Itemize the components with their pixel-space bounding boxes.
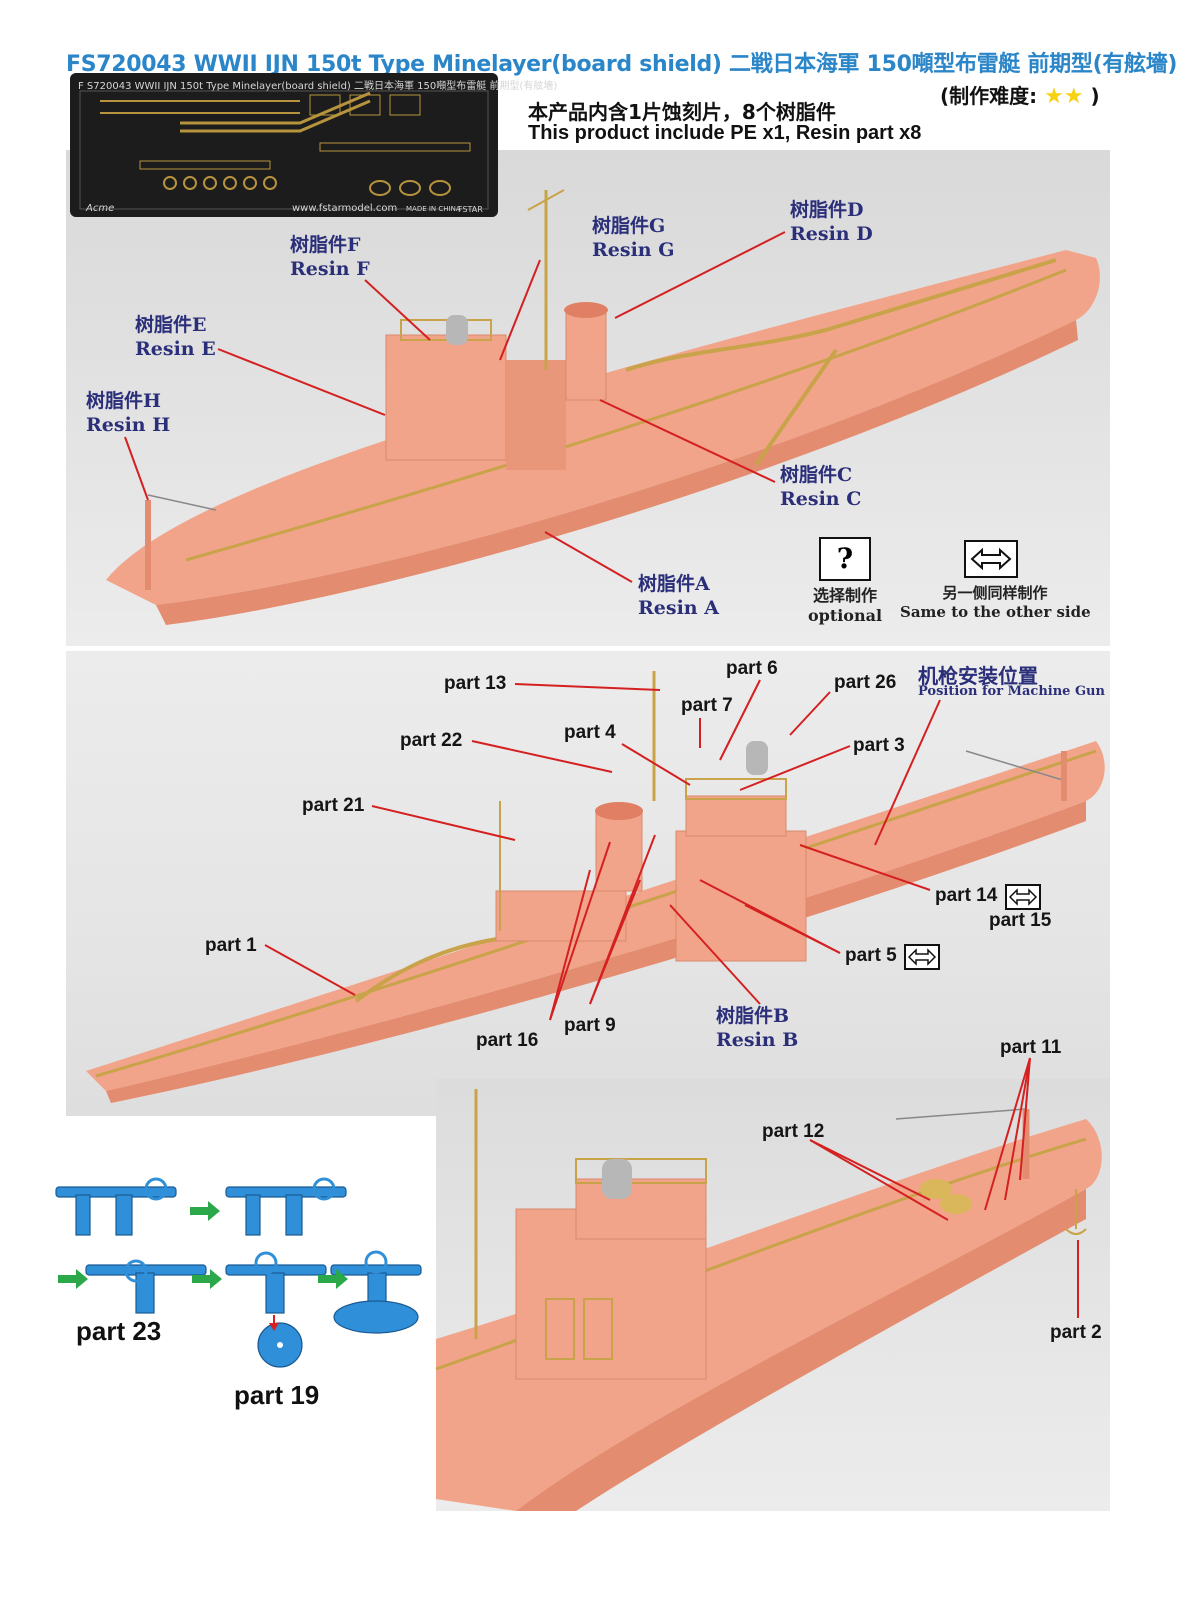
part-21-label: part 21 [302,795,365,816]
ship-illustration-3 [435,1089,1102,1511]
optional-icon: ? [819,537,871,581]
difficulty-rating: (制作难度: ★★ ) [940,80,1100,109]
resin-e-label: 树脂件E Resin E [135,314,216,360]
difficulty-close: ) [1090,84,1100,108]
pe-made-in: MADE IN CHINA [406,205,461,213]
resin-a-label: 树脂件A Resin A [638,573,719,619]
ship-illustration-1 [106,189,1100,625]
part-13-label: part 13 [444,673,507,694]
part-7-label: part 7 [681,695,733,716]
pe-brand: FSTAR [458,205,483,214]
machine-gun-position-en: Position for Machine Gun [918,684,1105,699]
part-4-label: part 4 [564,722,616,743]
difficulty-stars: ★★ [1044,84,1084,109]
product-contents-en: This product include PE x1, Resin part x… [528,122,922,144]
part-6-label: part 6 [726,658,778,679]
resin-g-label: 树脂件G Resin G [592,215,675,261]
part-3-label: part 3 [853,735,905,756]
pe-acme-mark: Acme [86,203,115,214]
part-2-label: part 2 [1050,1322,1102,1343]
part-5-same-side-icon [904,944,940,970]
part-16-label: part 16 [476,1030,539,1051]
part-19-label: part 19 [234,1380,320,1410]
photo-top-view [66,150,1110,646]
part-12-label: part 12 [762,1121,825,1142]
resin-b-label: 树脂件B Resin B [716,1005,799,1051]
same-other-side-icon [964,540,1018,578]
pe-caption: F S720043 WWII IJN 150t Type Minelayer(b… [78,81,558,92]
resin-f-label: 树脂件F Resin F [290,234,370,280]
ship-illustration-2 [86,671,1105,1103]
pe-fret-image: F S720043 WWII IJN 150t Type Minelayer(b… [70,73,557,217]
part-23-label: part 23 [76,1316,162,1346]
page-title: FS720043 WWII IJN 150t Type Minelayer(bo… [66,52,1178,77]
pe-parts-drawing [79,90,489,210]
part-15-label: part 15 [989,910,1052,931]
part-14-same-side-icon [1005,884,1041,910]
resin-h-label: 树脂件H Resin H [86,390,171,436]
photo-side-view [66,651,1110,1116]
gun-assembly-diagram [55,1177,422,1368]
pe-website: www.fstarmodel.com [292,203,398,214]
part-22-label: part 22 [400,730,463,751]
part-11-label: part 11 [1000,1037,1062,1058]
resin-c-label: 树脂件C Resin C [780,464,862,510]
machine-gun-position-cn: 机枪安装位置 [918,664,1038,688]
photo-bow-closeup [435,1079,1110,1511]
optional-label: 选择制作 optional [807,586,883,625]
part-14-label: part 14 [935,885,998,906]
product-contents-cn: 本产品内含1片蚀刻片，8个树脂件 [528,100,836,124]
part-9-label: part 9 [564,1015,616,1036]
part-26-label: part 26 [834,672,897,693]
part-1-label: part 1 [205,935,257,956]
resin-d-label: 树脂件D Resin D [790,199,873,245]
part-5-label: part 5 [845,945,897,966]
difficulty-label: (制作难度: [940,84,1038,108]
same-other-side-label: 另一侧同样制作 Same to the other side [900,584,1091,621]
